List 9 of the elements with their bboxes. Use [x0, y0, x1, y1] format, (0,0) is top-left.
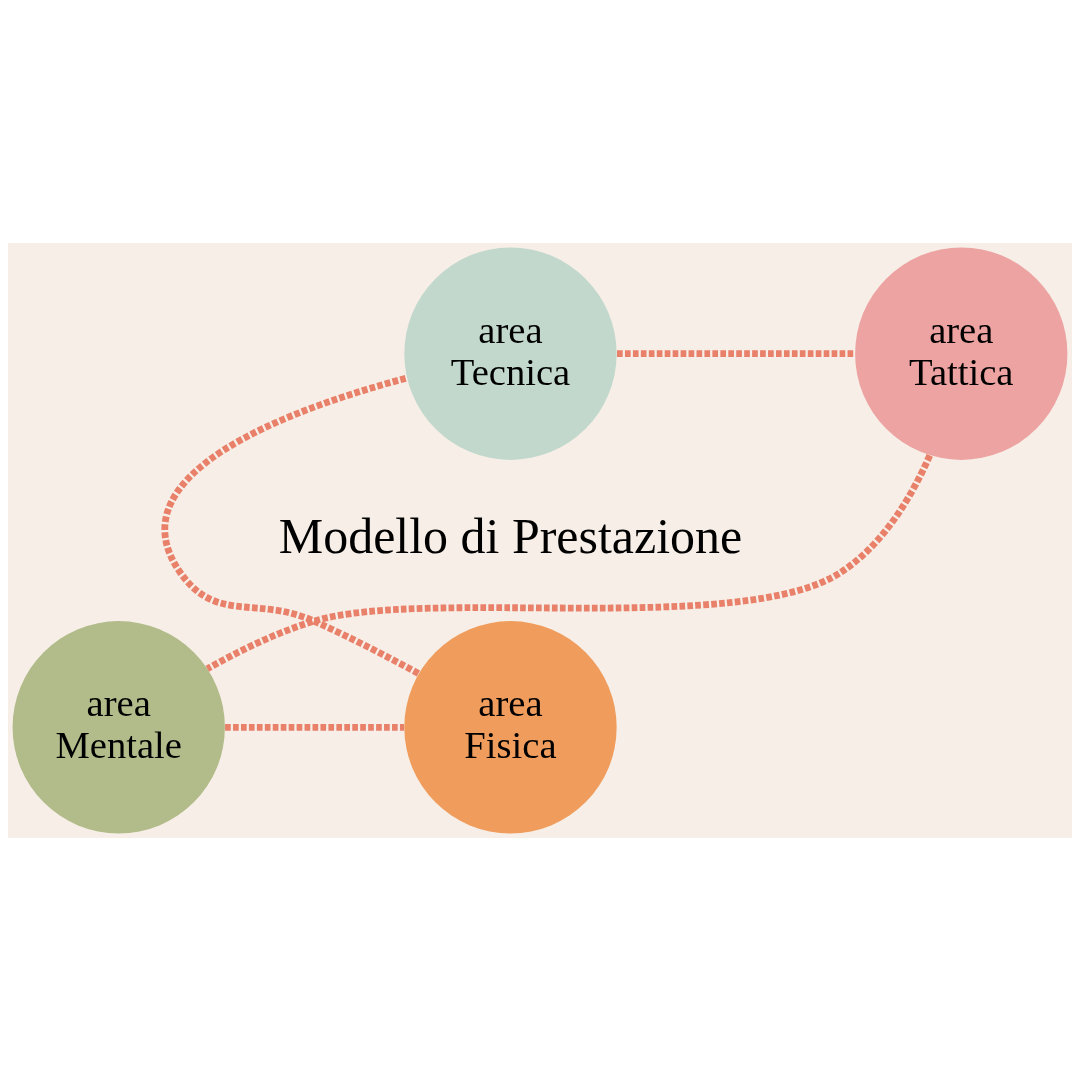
connector [617, 349, 856, 357]
node-circle: area Fisica [404, 620, 617, 833]
label: Modello di Prestazione [278, 507, 743, 564]
node-circle: area Tecnica [404, 247, 617, 460]
node-circle: area Tattica [855, 247, 1068, 460]
connector [225, 723, 404, 731]
connector [161, 374, 421, 676]
connector [205, 453, 933, 672]
node-circle: area Mentale [12, 620, 225, 833]
